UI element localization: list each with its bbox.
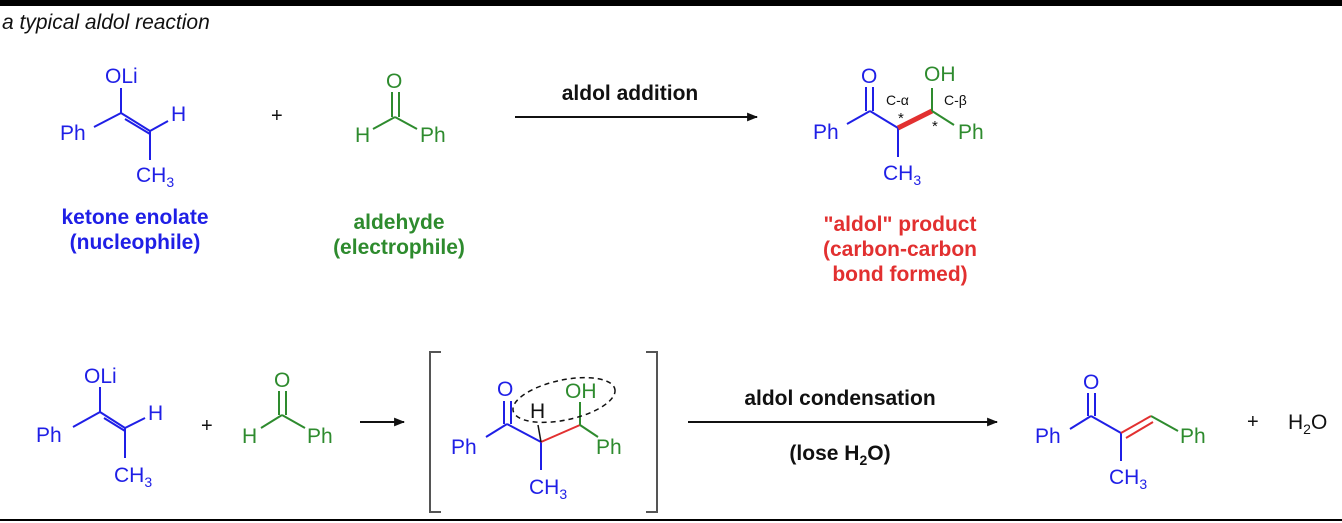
oli-atom: OLi [84, 365, 117, 388]
o-atom: O [386, 70, 402, 93]
o-atom: O [861, 65, 877, 88]
o-atom: O [274, 369, 290, 392]
o-atom: O [1083, 371, 1099, 394]
product-label-line: (carbon-carbon [822, 238, 977, 261]
condensation-label: aldol condensation [744, 387, 935, 410]
enolate-label-line: (nucleophile) [69, 231, 201, 254]
aldehyde-bottom [260, 391, 306, 429]
right-bracket [646, 351, 658, 513]
ch3-atom: CH3 [114, 464, 152, 490]
product-label-line: bond formed) [832, 263, 968, 286]
top-border [0, 0, 1342, 6]
h-atom: H [242, 425, 257, 448]
h-atom: H [171, 103, 186, 126]
stereocenter-mark: * [898, 110, 904, 127]
product-label-line: "aldol" product [823, 213, 977, 236]
aldehyde-label: aldehyde (electrophile) [306, 210, 492, 260]
bottom-border [0, 519, 1342, 521]
ph-atom: Ph [451, 436, 477, 459]
water-molecule: H2O [1288, 411, 1327, 437]
plus-sign: + [201, 415, 213, 437]
aldol-intermediate [485, 376, 616, 470]
c-beta-label: C-β [944, 92, 967, 108]
h-atom: H [355, 124, 370, 147]
ch3-atom: CH3 [883, 162, 921, 188]
o-atom: O [497, 378, 513, 401]
aldol-product [846, 87, 955, 157]
enolate-top [93, 88, 169, 160]
enolate-bottom [72, 387, 146, 458]
ph-atom: Ph [60, 122, 86, 145]
product-label: "aldol" product (carbon-carbon bond form… [795, 212, 1005, 287]
ph-atom: Ph [596, 436, 622, 459]
ph-atom: Ph [420, 124, 446, 147]
oh-atom: OH [565, 380, 597, 403]
stereocenter-mark: * [932, 118, 938, 135]
h-atom: H [530, 400, 545, 423]
ph-atom: Ph [1035, 425, 1061, 448]
plus-sign: + [271, 105, 283, 127]
ph-atom: Ph [307, 425, 333, 448]
ph-atom: Ph [813, 121, 839, 144]
oh-atom: OH [924, 63, 956, 86]
ph-atom: Ph [1180, 425, 1206, 448]
aldehyde-label-line: (electrophile) [333, 236, 465, 259]
enolate-label-line: ketone enolate [61, 206, 209, 229]
addition-label: aldol addition [562, 82, 699, 105]
c-alpha-label: C-α [886, 92, 909, 108]
enone-product [1069, 393, 1179, 461]
oli-atom: OLi [105, 65, 138, 88]
aldehyde-label-line: aldehyde [353, 211, 445, 234]
ph-atom: Ph [36, 424, 62, 447]
enolate-label: ketone enolate (nucleophile) [40, 205, 230, 255]
plus-sign: + [1247, 411, 1259, 433]
h-atom: H [148, 402, 163, 425]
aldehyde-top [372, 92, 418, 130]
ch3-atom: CH3 [1109, 466, 1147, 492]
left-bracket [429, 351, 441, 513]
ph-atom: Ph [958, 121, 984, 144]
ch3-atom: CH3 [136, 164, 174, 190]
lose-water-label: (lose H2O) [789, 442, 890, 468]
page-title: a typical aldol reaction [2, 11, 210, 34]
ch3-atom: CH3 [529, 476, 567, 502]
